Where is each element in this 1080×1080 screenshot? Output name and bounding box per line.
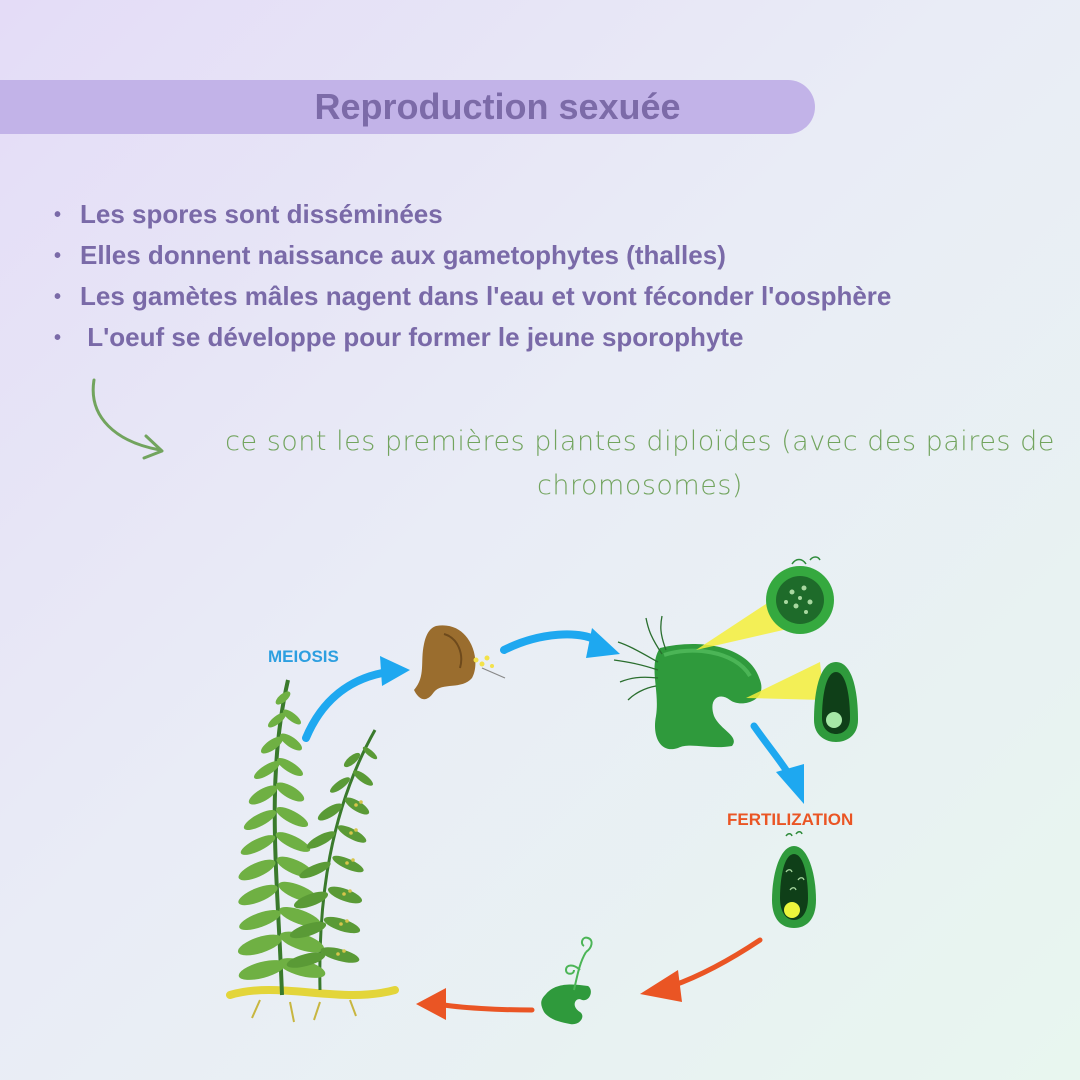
- antheridium-icon: [766, 556, 834, 634]
- arrow-orange-icon: [669, 937, 763, 989]
- fertilization-label: FERTILIZATION: [727, 810, 853, 829]
- bullet-item: •Les spores sont disséminées: [54, 196, 891, 237]
- arrow-blue-icon: [750, 722, 794, 780]
- title-bar: [0, 80, 815, 134]
- archegonium-icon: [814, 662, 858, 742]
- bullet-item: •Les gamètes mâles nagent dans l'eau et …: [54, 278, 891, 319]
- arrow-blue-icon: [302, 668, 392, 742]
- fern-life-cycle-diagram: MEIOSIS FERTILIZATION: [226, 556, 858, 1025]
- bullet-item: • L'oeuf se développe pour former le jeu…: [54, 319, 891, 360]
- arrow-blue-icon: [500, 630, 604, 654]
- curved-arrow-icon: [91, 378, 164, 460]
- meiosis-label: MEIOSIS: [268, 647, 339, 666]
- bullet-dot: •: [54, 245, 62, 267]
- gametophyte-prothallus-icon: [613, 600, 824, 750]
- page-title: Reproduction sexuée: [314, 86, 681, 127]
- arrowhead-icon: [380, 656, 410, 686]
- handwritten-note: ce sont les premières plantes diploïdes …: [225, 426, 1055, 501]
- young-sporophyte-icon: [541, 936, 593, 1025]
- arrowhead-icon: [776, 764, 804, 804]
- sporangium-icon: [414, 625, 506, 700]
- bullet-list: •Les spores sont disséminées •Elles donn…: [54, 196, 891, 360]
- bullet-dot: •: [54, 327, 62, 349]
- bullet-dot: •: [54, 286, 62, 308]
- fern-sporophyte-icon: [226, 679, 399, 1023]
- bullet-item: •Elles donnent naissance aux gametophyte…: [54, 237, 891, 278]
- fertilized-archegonium-icon: [772, 831, 816, 928]
- arrow-orange-icon: [435, 1001, 535, 1013]
- arrowhead-icon: [586, 628, 620, 658]
- bullet-dot: •: [54, 204, 62, 226]
- arrowhead-icon: [640, 970, 682, 1002]
- arrowhead-icon: [416, 988, 446, 1020]
